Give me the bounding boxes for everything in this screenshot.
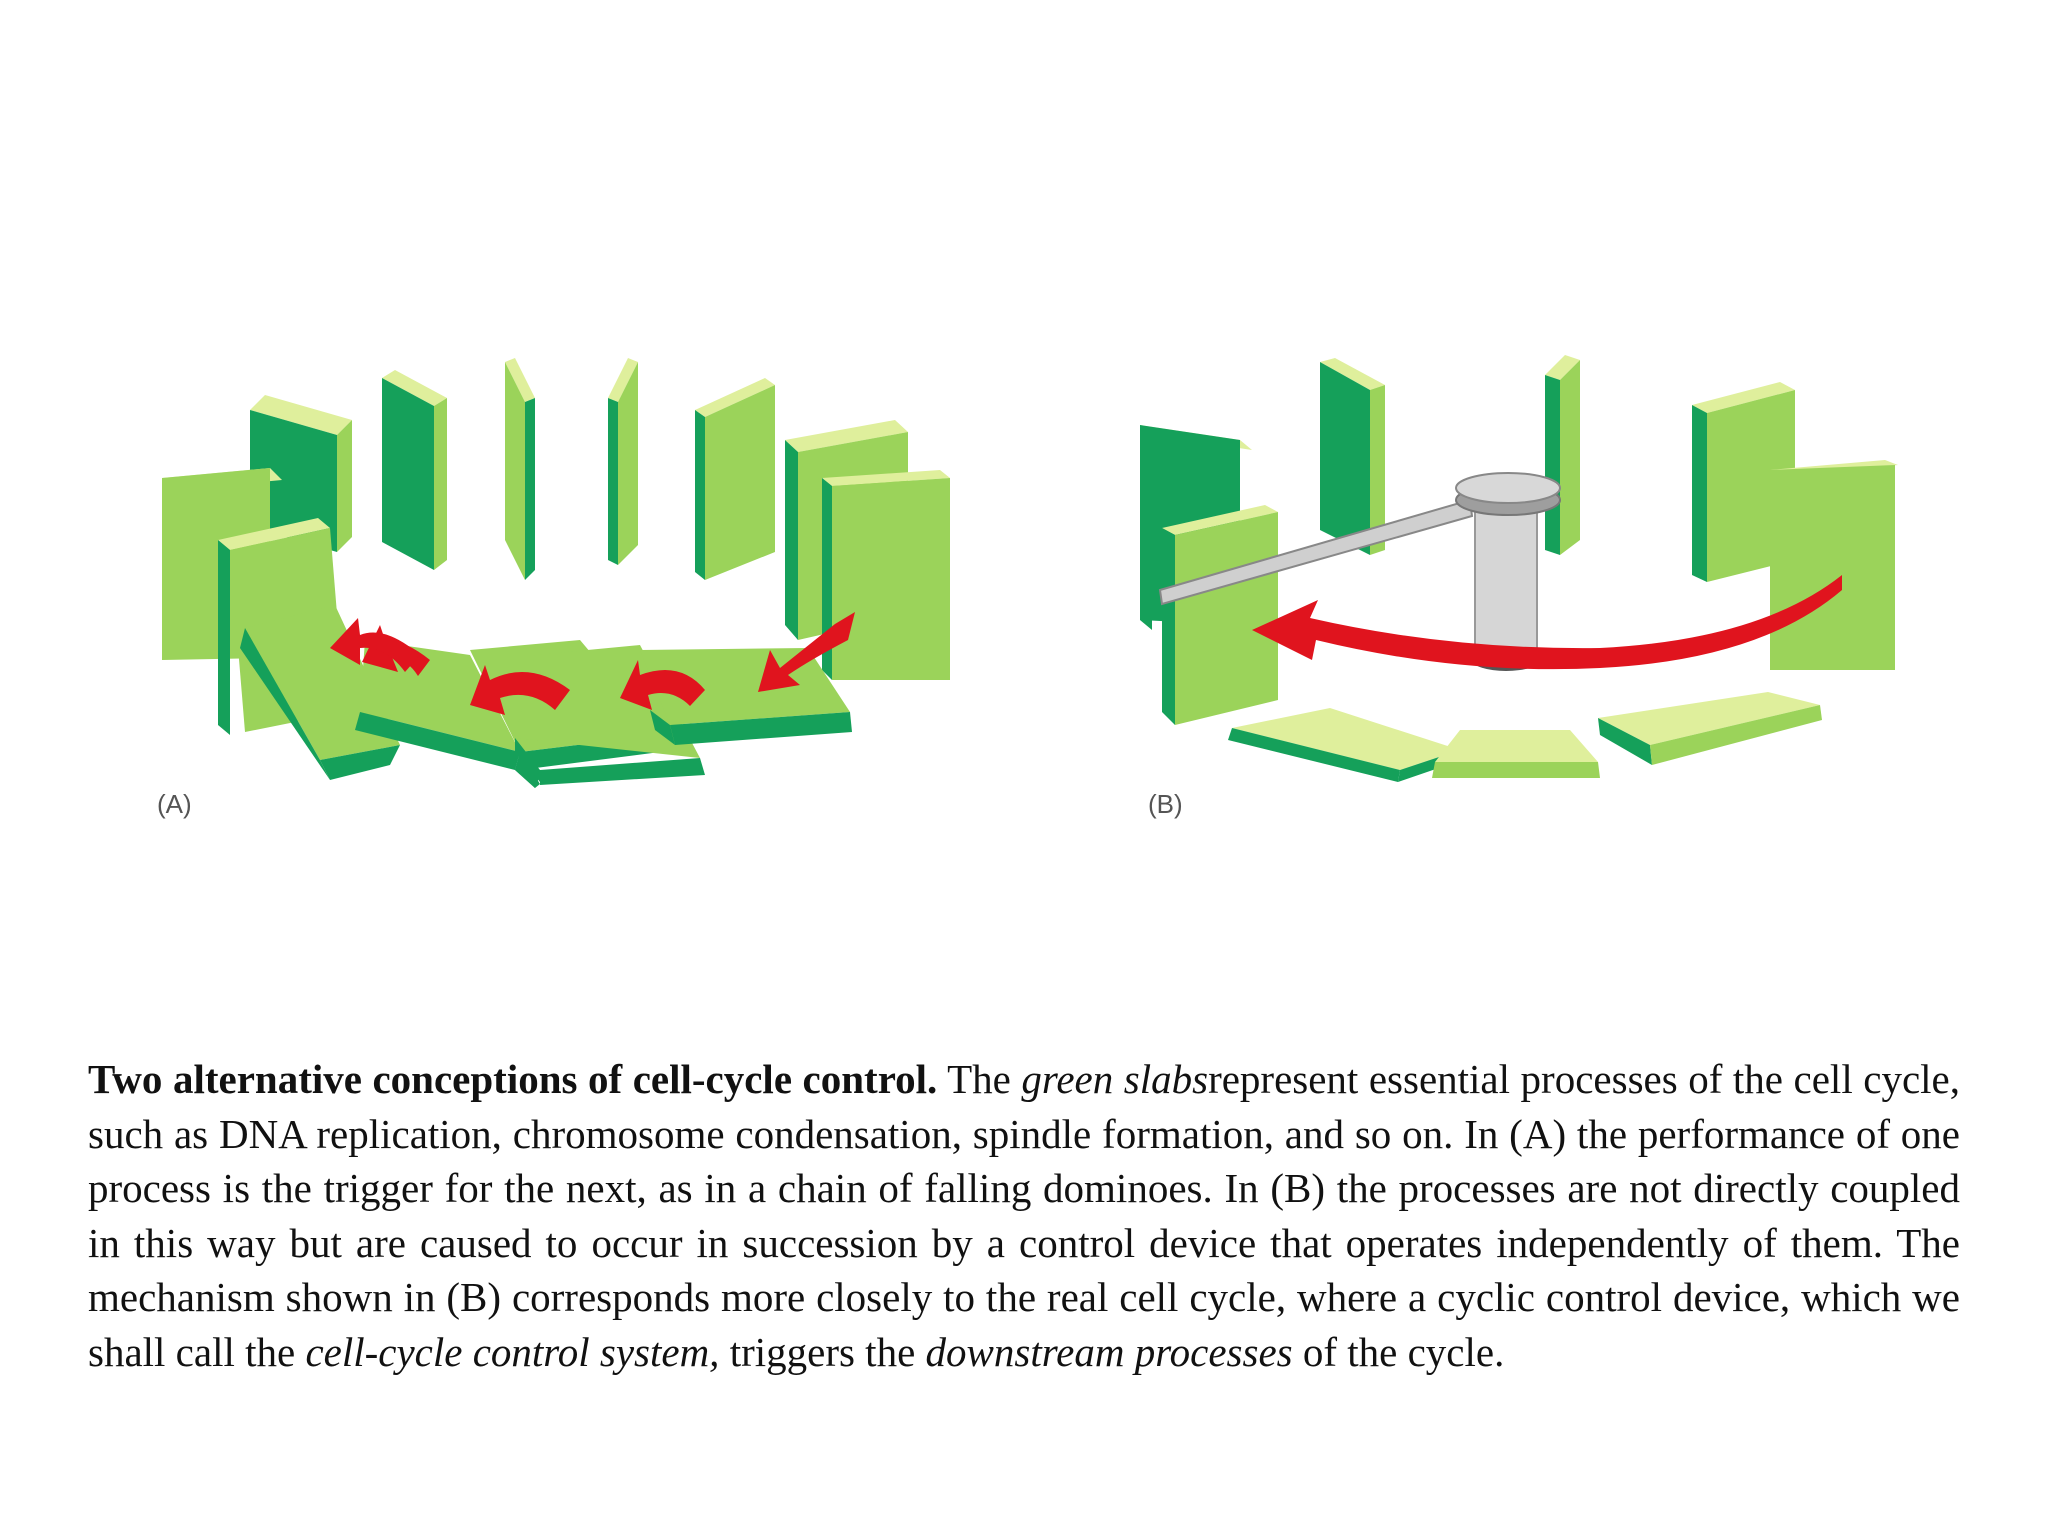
caption-text: The [937,1056,1022,1102]
control-device [1158,472,1561,671]
upright-slab [1770,460,1898,670]
upright-slab [382,370,447,570]
figure-caption: Two alternative conceptions of cell-cycl… [88,1052,1960,1379]
red-arrow [330,612,855,715]
upright-slab [1545,355,1580,555]
caption-title: Two alternative conceptions of cell-cycl… [88,1056,938,1102]
caption-text: of the cycle. [1292,1328,1505,1375]
fallen-slab [640,648,852,745]
caption-term-downstream: downstream processes [925,1328,1293,1375]
upright-slab [250,395,352,552]
caption-text: triggers the [719,1328,926,1375]
upright-slab [1320,358,1385,555]
caption-text: represent essential processes of the cel… [88,1056,1960,1375]
upright-slab [608,358,638,565]
panel-b-control-device: (B) [1140,355,1898,819]
upright-slab [822,470,950,680]
upright-slab [1162,505,1278,725]
fallen-slab [1432,730,1600,778]
caption-term-control-system: cell-cycle control system, [305,1328,720,1375]
upright-slab [695,378,775,580]
upright-slab [505,358,535,580]
fallen-slab [1598,692,1822,765]
panel-a-label: (A) [157,789,192,819]
panel-a-dominoes: (A) [157,358,950,819]
fallen-slab [1228,708,1462,782]
red-arrow [1252,575,1842,670]
caption-term-green-slabs: green slabs [1021,1056,1209,1102]
panel-b-label: (B) [1148,789,1183,819]
